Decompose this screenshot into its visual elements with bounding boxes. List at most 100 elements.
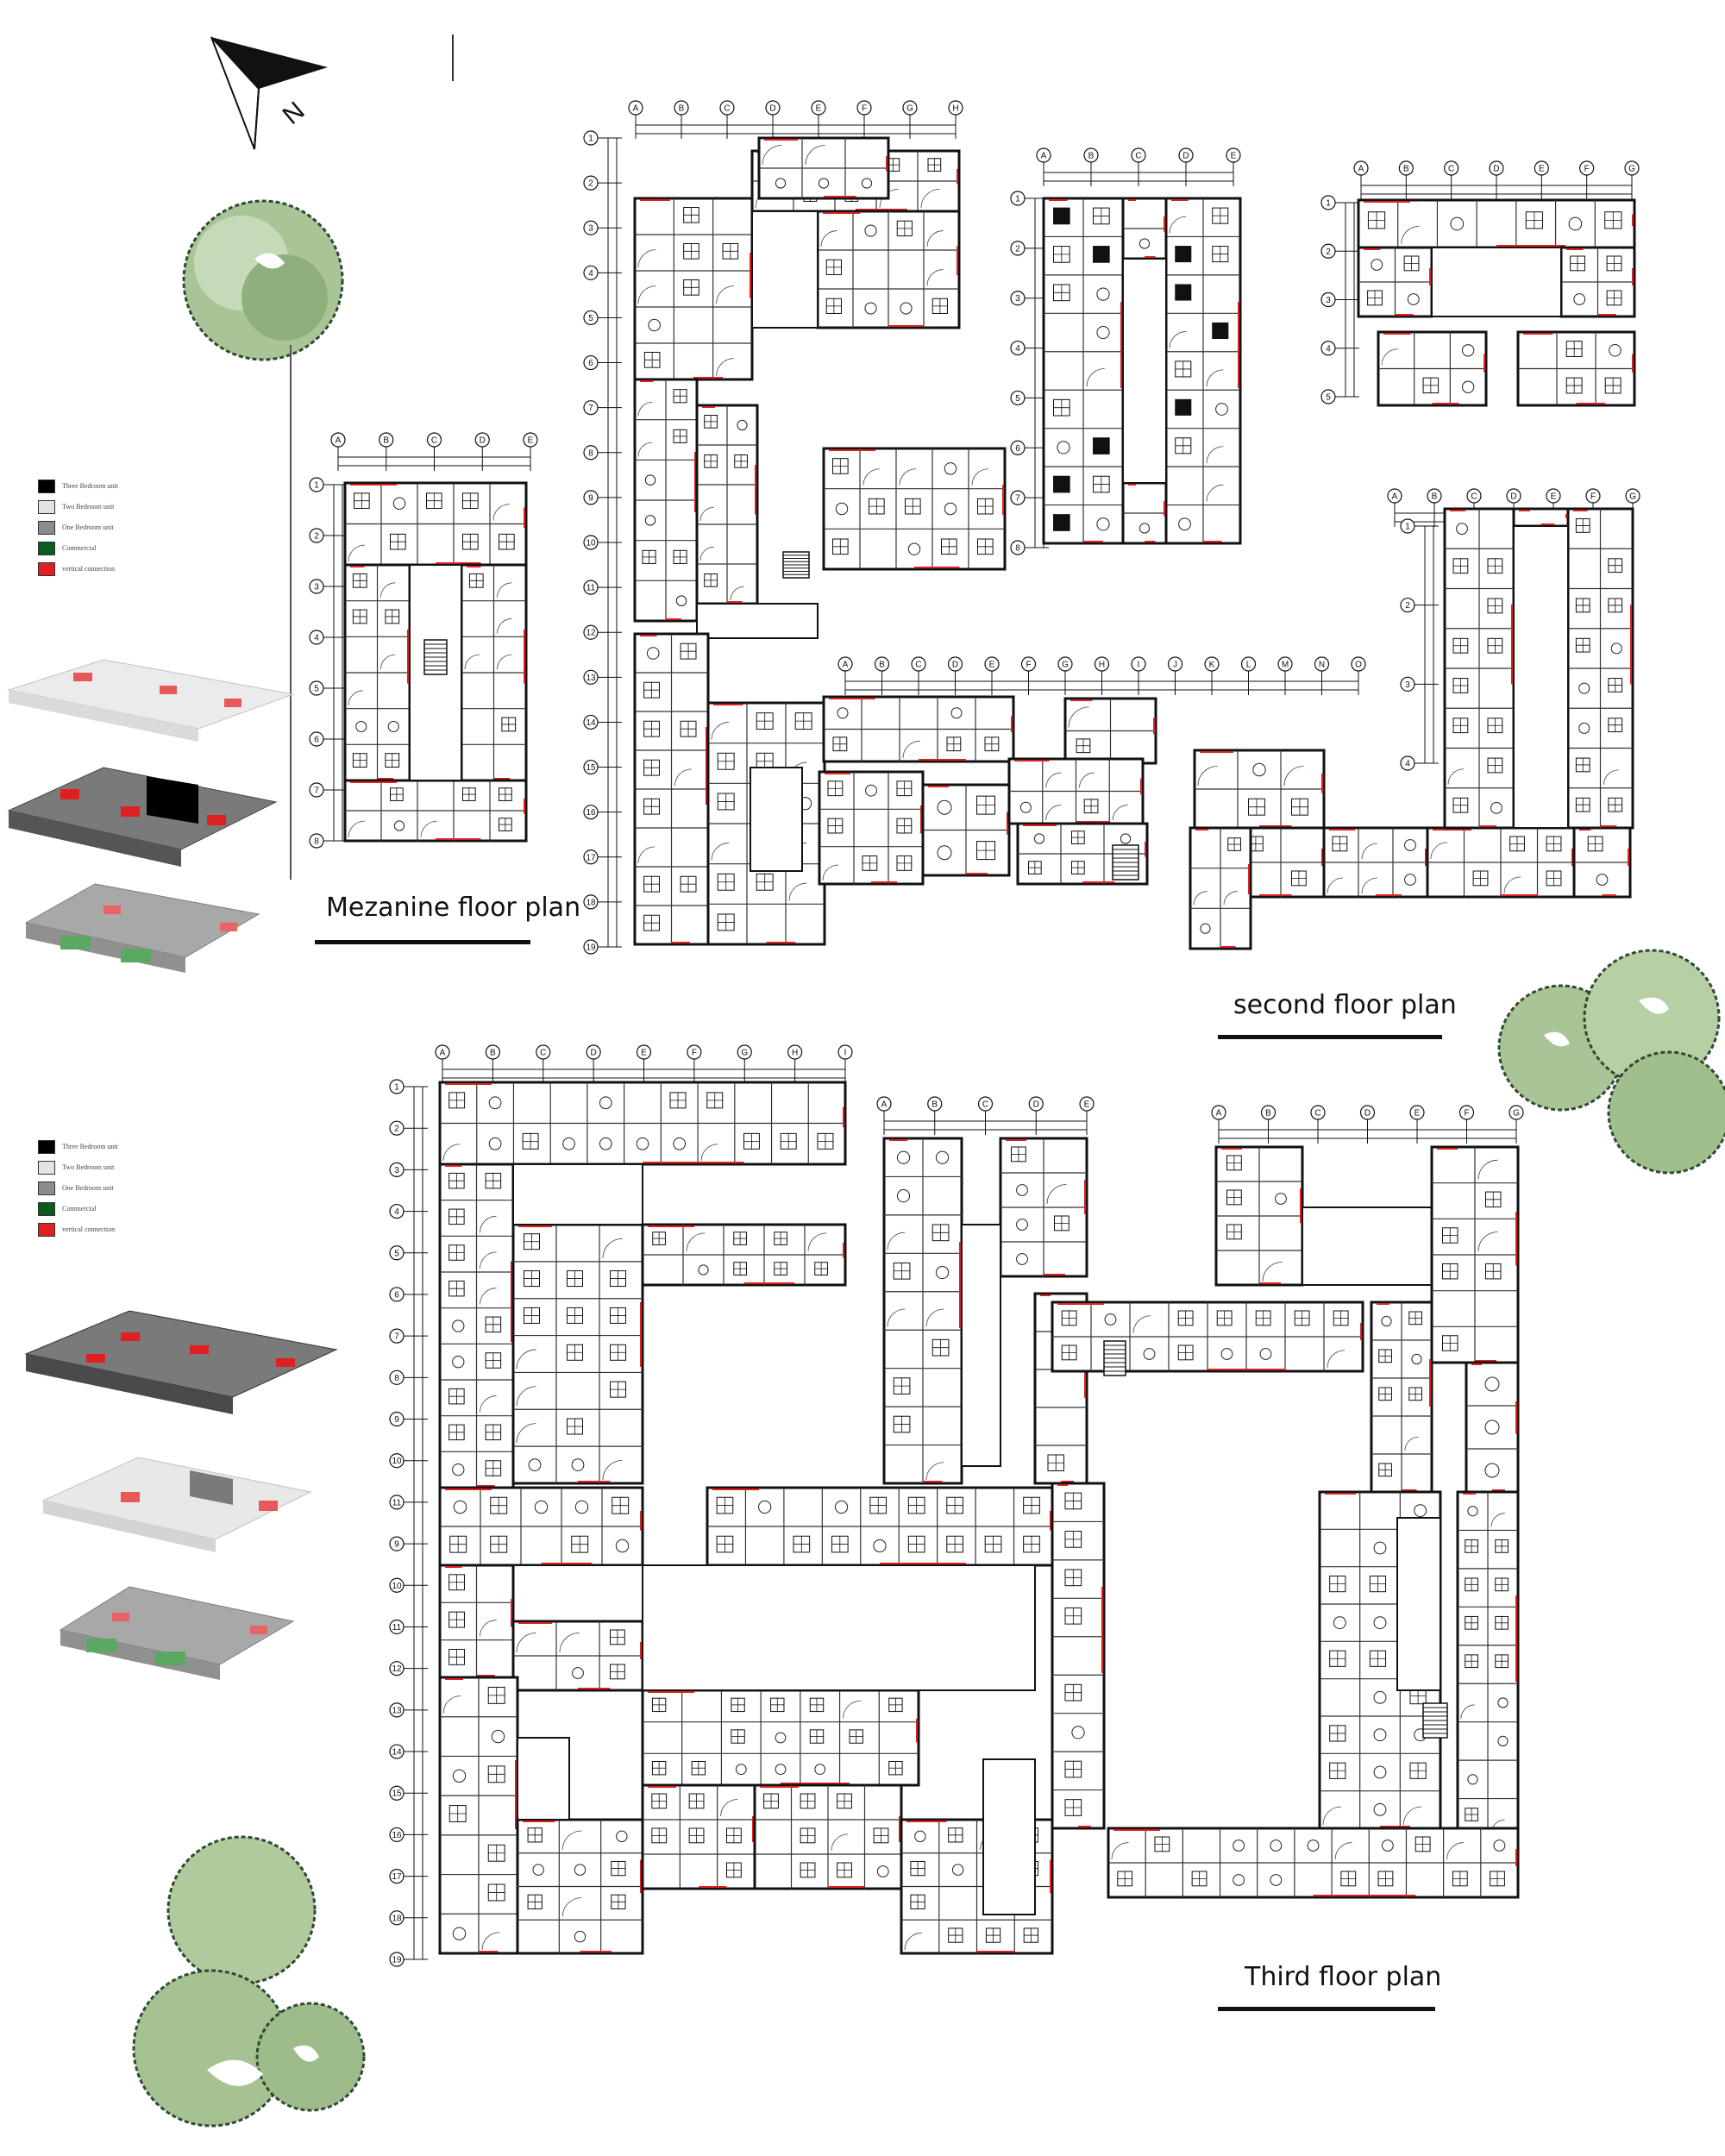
door-swing (1603, 769, 1619, 785)
door-swing (348, 690, 363, 705)
second-block-tr-left (1357, 246, 1433, 318)
door-swing (480, 1251, 497, 1269)
table-icon (1215, 403, 1228, 416)
grid-label: J (1173, 661, 1177, 670)
second-block-tr-br (1516, 330, 1636, 407)
door-swing (674, 768, 692, 787)
courtyard-void (642, 1564, 1036, 1691)
table-icon (1450, 216, 1465, 231)
table-icon (1096, 325, 1110, 340)
table-icon (572, 1667, 584, 1679)
door-swing (1381, 348, 1398, 366)
table-icon (1104, 1313, 1117, 1326)
door-swing (1206, 446, 1224, 464)
table-icon (1568, 216, 1583, 231)
table-icon (1609, 343, 1622, 357)
door-swing (480, 1215, 497, 1233)
table-icon (1033, 833, 1045, 844)
table-icon (944, 462, 957, 475)
table-icon (1373, 1802, 1387, 1816)
third-block-right-mr (1465, 1361, 1520, 1494)
grid-label: E (989, 661, 995, 670)
table-icon (1381, 1315, 1392, 1327)
door-swing (902, 740, 920, 759)
grid-label: L (1246, 661, 1251, 670)
table-icon (1497, 1735, 1509, 1746)
table-icon (1373, 1541, 1387, 1555)
door-swing (480, 1620, 497, 1637)
table-icon (528, 1458, 542, 1471)
grid-label: D (1033, 1100, 1039, 1110)
table-icon (775, 1732, 787, 1744)
table-icon (935, 1150, 950, 1164)
door-swing (1112, 805, 1128, 821)
third-block-left-mid (438, 1486, 644, 1567)
grid-label: 5 (1015, 394, 1020, 404)
table-icon (758, 1500, 772, 1514)
third-block-mid-stem (1051, 1482, 1106, 1830)
door-swing (637, 285, 656, 304)
table-icon (1071, 1726, 1085, 1739)
table-icon (1252, 762, 1266, 777)
grid-label: G (1062, 661, 1069, 670)
table-icon (1411, 1353, 1422, 1365)
table-icon (574, 1930, 586, 1943)
grid-label: E (1539, 165, 1545, 174)
third-block-bottom-left (516, 1818, 644, 1955)
grid-label: 7 (394, 1332, 399, 1342)
door-swing (1169, 216, 1187, 234)
axo-layer-dark (24, 1310, 338, 1414)
table-icon (675, 595, 687, 606)
grid-label: G (741, 1049, 748, 1058)
third-block-mid-bridge (1051, 1300, 1364, 1373)
grid-label: 6 (1015, 444, 1020, 454)
table-icon (1373, 1765, 1387, 1779)
second-block-tr-top (1357, 198, 1636, 249)
third-block-mid-right (999, 1137, 1088, 1278)
grid-label: D (480, 436, 486, 446)
table-icon (574, 1500, 589, 1514)
table-icon (814, 1764, 826, 1776)
grid-label: 12 (392, 1664, 402, 1674)
third-block-bottom-right (1107, 1827, 1520, 1899)
door-swing (1197, 766, 1218, 787)
grid-label: B (1403, 165, 1409, 174)
grid-label: M (1282, 661, 1289, 670)
door-swing (637, 249, 656, 268)
door-swing (1045, 772, 1062, 788)
stair-icon (782, 551, 810, 579)
table-icon (698, 1264, 709, 1275)
grid-label: I (844, 1049, 847, 1058)
courtyard-void (1431, 247, 1562, 317)
door-swing (904, 1932, 922, 1951)
grid-label: D (1510, 492, 1516, 502)
grid-label: B (1265, 1109, 1271, 1119)
door-swing (1503, 876, 1521, 894)
door-swing (1327, 1350, 1346, 1369)
door-swing (1404, 1436, 1419, 1451)
door-swing (711, 843, 730, 861)
second-block-mid-right (1164, 197, 1242, 545)
table-icon (1373, 1728, 1387, 1742)
grid-label: 4 (394, 1207, 399, 1217)
third-block-top (438, 1081, 847, 1166)
grid-label: E (1231, 152, 1237, 161)
second-block-corr-2 (1063, 697, 1157, 765)
grid-label: E (528, 436, 534, 446)
table-icon (1019, 801, 1032, 813)
table-icon (1143, 1348, 1156, 1360)
grid-label: 11 (392, 1498, 402, 1507)
door-swing (1111, 1842, 1129, 1860)
grid-label: A (1216, 1109, 1222, 1119)
grid-label: 4 (1015, 344, 1020, 354)
grid-label: 2 (1405, 601, 1410, 611)
door-swing (762, 145, 782, 166)
grid-label: 8 (314, 837, 319, 847)
grid-label: 5 (394, 1249, 399, 1258)
grid-label: A (1041, 152, 1047, 161)
door-swing (1430, 842, 1448, 860)
second-block-corr-10 (1322, 826, 1429, 899)
grid-label: E (816, 104, 822, 114)
